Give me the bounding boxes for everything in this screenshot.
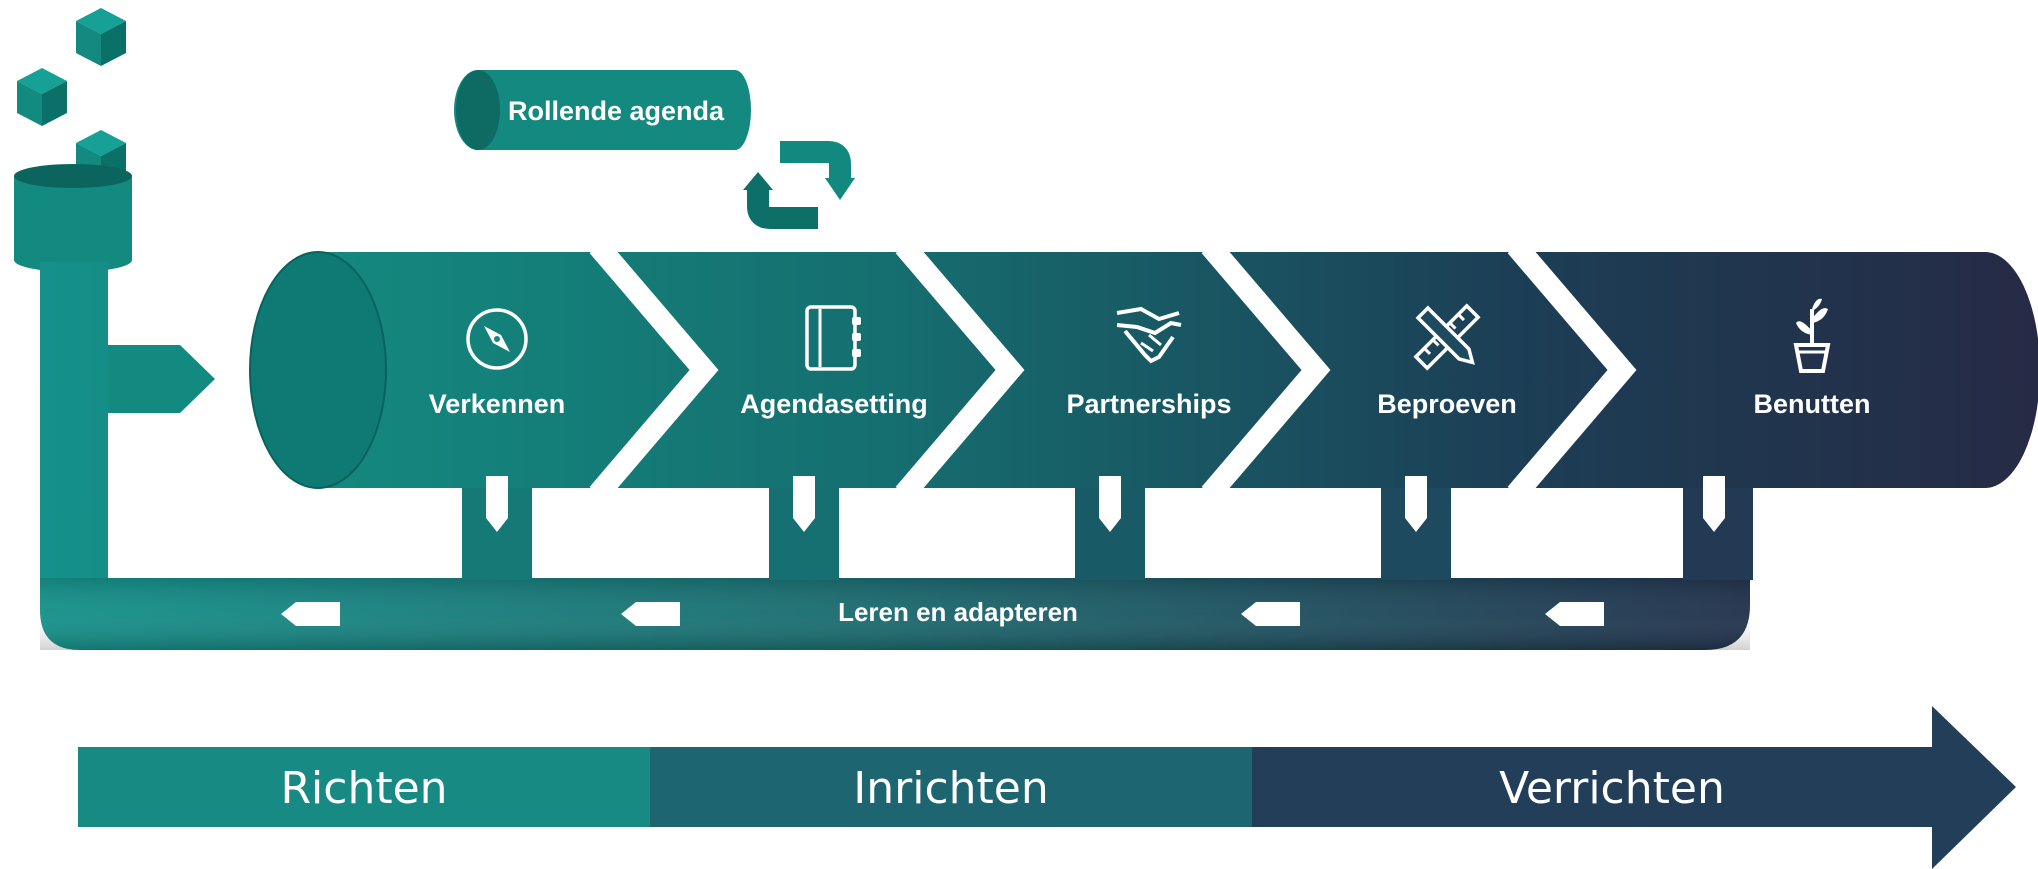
phase-label: Inrichten xyxy=(853,763,1048,814)
phase-richten xyxy=(78,747,650,827)
left-arrow-icon xyxy=(281,602,340,626)
rolling-agenda-label: Rollende agenda xyxy=(508,96,725,126)
loop-label: Leren en adapteren xyxy=(838,597,1078,627)
stage-label: Partnerships xyxy=(1066,389,1231,419)
phase-verrichten xyxy=(1252,706,2016,869)
down-arrow-icon xyxy=(1405,476,1427,532)
cube-icon xyxy=(76,8,126,66)
down-arrow-icon xyxy=(1099,476,1121,532)
down-arrow-icon xyxy=(793,476,815,532)
left-arrow-icon xyxy=(1545,602,1604,626)
stage-label: Agendasetting xyxy=(740,389,928,419)
stage-label: Verkennen xyxy=(429,389,566,419)
input-hopper xyxy=(14,164,132,272)
left-arrow-icon xyxy=(621,602,680,626)
down-arrow-icon xyxy=(1703,476,1725,532)
cube-icon xyxy=(17,68,67,126)
main-pipe xyxy=(249,238,2038,502)
handshake-icon xyxy=(1116,306,1182,364)
phase-label: Richten xyxy=(280,763,447,814)
stage-label: Beproeven xyxy=(1377,389,1517,419)
phase-inrichten xyxy=(650,747,1252,827)
plant-icon xyxy=(1793,298,1831,373)
stage-label: Benutten xyxy=(1754,389,1871,419)
compass-icon xyxy=(466,308,528,370)
phase-arrow: Richten Inrichten Verrichten xyxy=(78,706,2016,869)
pencil-ruler-icon xyxy=(1413,303,1481,371)
cycle-arrows-icon xyxy=(743,141,855,229)
phase-label: Verrichten xyxy=(1499,763,1725,814)
notebook-icon xyxy=(805,305,861,371)
rolling-agenda-cylinder: Rollende agenda xyxy=(454,70,751,150)
down-arrow-icon xyxy=(486,476,508,532)
left-arrow-icon xyxy=(1241,602,1300,626)
